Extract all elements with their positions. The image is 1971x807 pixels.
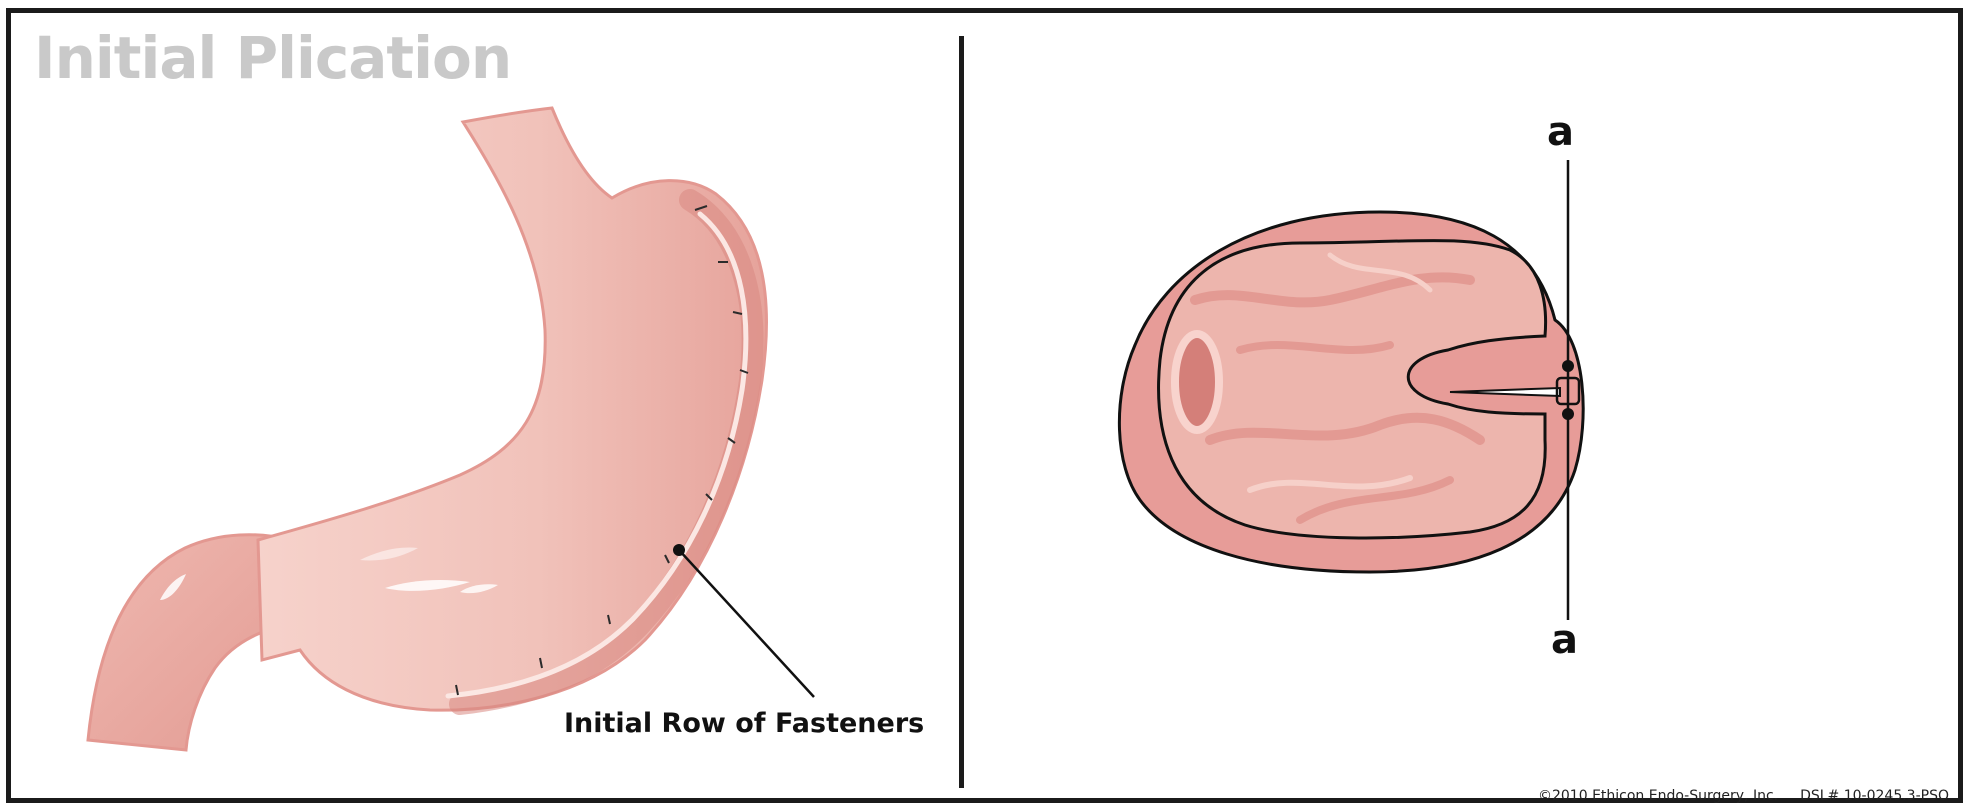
callout-label: Initial Row of Fasteners [564,708,924,739]
pylorus-opening [1175,334,1219,430]
callout-leader [679,550,814,697]
section-point [1562,408,1574,420]
section-label-top: a [1547,112,1574,152]
footer-credit: ©2010 Ethicon Endo-Surgery, Inc. DSL# 10-… [1538,788,1949,804]
cross-section-illustration [1119,160,1583,620]
section-label-bottom: a [1551,620,1578,660]
copyright-text: ©2010 Ethicon Endo-Surgery, Inc. [1538,788,1778,804]
section-point [1562,360,1574,372]
dsl-number: DSL# 10-0245.3-PSO [1800,788,1949,804]
stomach-illustration [88,108,814,750]
